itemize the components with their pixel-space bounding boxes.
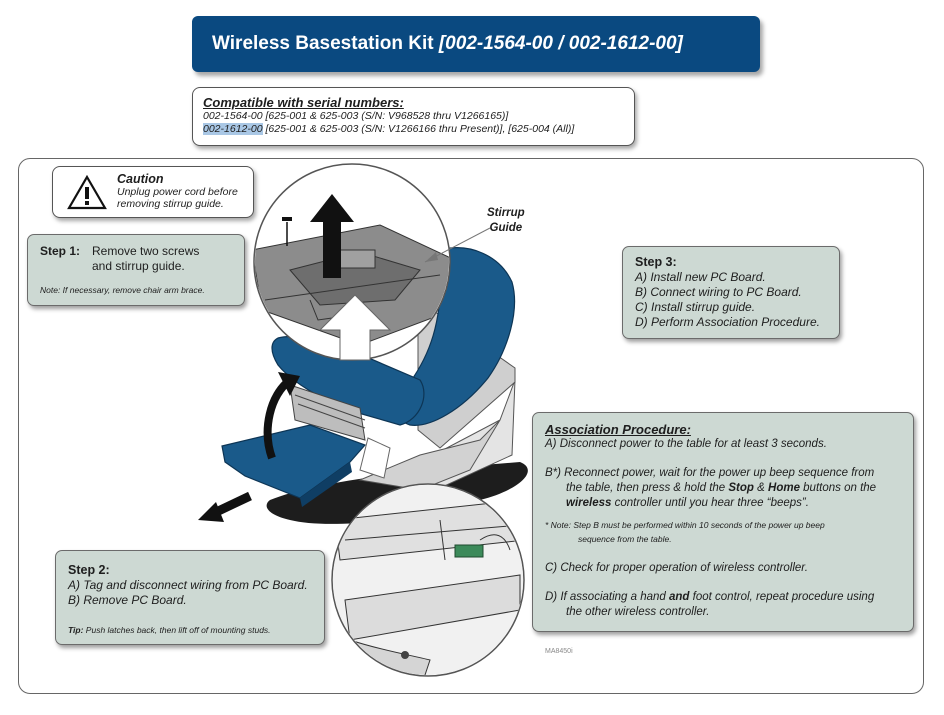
step-1-note: Note: If necessary, remove chair arm bra… (40, 285, 205, 295)
step-3-box: Step 3: A) Install new PC Board. B) Conn… (622, 246, 840, 339)
step-3-label: Step 3: (635, 255, 677, 269)
compatibility-heading: Compatible with serial numbers: (203, 95, 404, 110)
step-2-tip: Tip: Push latches back, then lift off of… (68, 625, 271, 635)
step-2-label: Step 2: (68, 563, 110, 577)
instruction-frame (18, 158, 924, 694)
title-banner: Wireless Basestation Kit [002-1564-00 / … (192, 16, 760, 72)
figure-code: MA8450i (545, 648, 573, 655)
association-procedure-box: Association Procedure: A) Disconnect pow… (532, 412, 914, 632)
step-1-label: Step 1: (40, 244, 81, 258)
page-title: Wireless Basestation Kit [002-1564-00 / … (212, 33, 683, 54)
step-2-box: Step 2: A) Tag and disconnect wiring fro… (55, 550, 325, 645)
part-numbers: [002-1564-00 / 002-1612-00] (438, 33, 683, 54)
selected-part-number[interactable]: 002-1612-00 (203, 123, 263, 135)
caution-heading: Caution (117, 172, 164, 186)
compatibility-line-1: 002-1564-00 [625-001 & 625-003 (S/N: V96… (203, 110, 509, 122)
association-heading: Association Procedure: (545, 422, 691, 437)
step-1-box: Step 1: Remove two screws and stirrup gu… (27, 234, 245, 306)
association-note: * Note: Step B must be performed within … (545, 520, 825, 530)
compatibility-box: Compatible with serial numbers: 002-1564… (192, 87, 635, 146)
caution-box: Caution Unplug power cord before removin… (52, 166, 254, 218)
warning-icon (67, 175, 107, 210)
compatibility-line-2: 002-1612-00 [625-001 & 625-003 (S/N: V12… (203, 123, 575, 135)
